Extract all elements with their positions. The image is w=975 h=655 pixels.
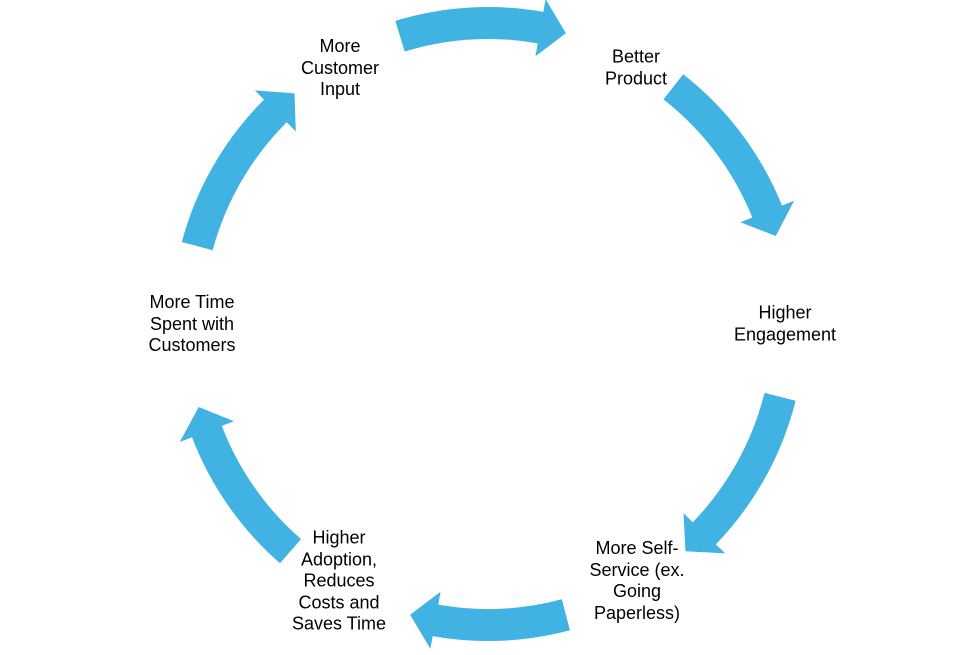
node-higher-adoption: Higher Adoption, Reduces Costs and Saves… — [291, 527, 387, 634]
node-better-product: Better Product — [604, 46, 668, 89]
arrow-adoption-to-time-with-customers — [179, 407, 301, 564]
arrow-engagement-to-self-service — [683, 392, 796, 554]
node-more-self-service: More Self- Service (ex. Going Paperless) — [589, 538, 685, 623]
arrow-time-to-customer-input — [181, 90, 296, 251]
arrow-input-to-product — [395, 0, 566, 57]
arrow-product-to-engagement — [663, 74, 795, 236]
node-higher-engagement: Higher Engagement — [733, 302, 837, 345]
node-more-time-with-customers: More Time Spent with Customers — [148, 291, 236, 355]
arrow-self-service-to-adoption — [410, 591, 570, 649]
node-more-customer-input: More Customer Input — [300, 35, 380, 99]
